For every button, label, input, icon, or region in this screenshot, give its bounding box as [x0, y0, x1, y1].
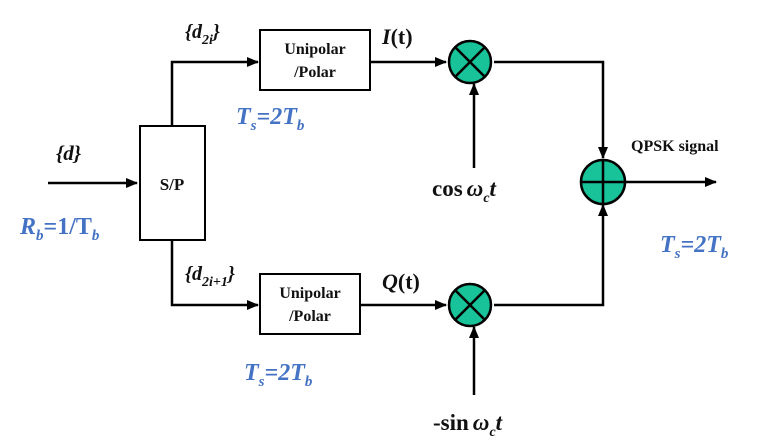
lower-stream-label: {d2i+1} — [185, 263, 235, 290]
output-symbol-period: Ts=2Tb — [660, 232, 729, 262]
sp-block-label: S/P — [160, 175, 185, 194]
input-bit-rate: Rb=1/Tb — [19, 214, 100, 244]
adder — [579, 158, 627, 206]
lower-unipolar-polar-block — [259, 273, 361, 335]
output-label: QPSK signal — [631, 138, 719, 155]
upper-symbol-period: Ts=2Tb — [236, 104, 305, 134]
sp-block — [139, 125, 206, 241]
lower-mixer — [447, 282, 493, 328]
lower-block-label-2: /Polar — [288, 308, 331, 325]
lower-mixer-to-adder — [494, 204, 608, 307]
input-symbol: {d} — [56, 141, 82, 165]
upper-block-label-1: Unipolar — [284, 41, 345, 58]
lower-block-label-1: Unipolar — [279, 285, 340, 302]
lower-symbol-period: Ts=2Tb — [244, 360, 313, 390]
lower-signal-label: Q(t) — [382, 269, 420, 294]
upper-block-label-2: /Polar — [293, 64, 336, 81]
upper-stream-label: {d2i} — [185, 21, 220, 48]
upper-unipolar-polar-block — [259, 29, 371, 91]
sp-to-upper-block — [170, 57, 259, 126]
upper-signal-label: I(t) — [381, 24, 413, 49]
upper-mixer-to-adder — [494, 60, 608, 159]
sp-to-lower-block — [170, 240, 259, 310]
signal-paths — [48, 57, 717, 395]
upper-mixer — [447, 39, 493, 85]
